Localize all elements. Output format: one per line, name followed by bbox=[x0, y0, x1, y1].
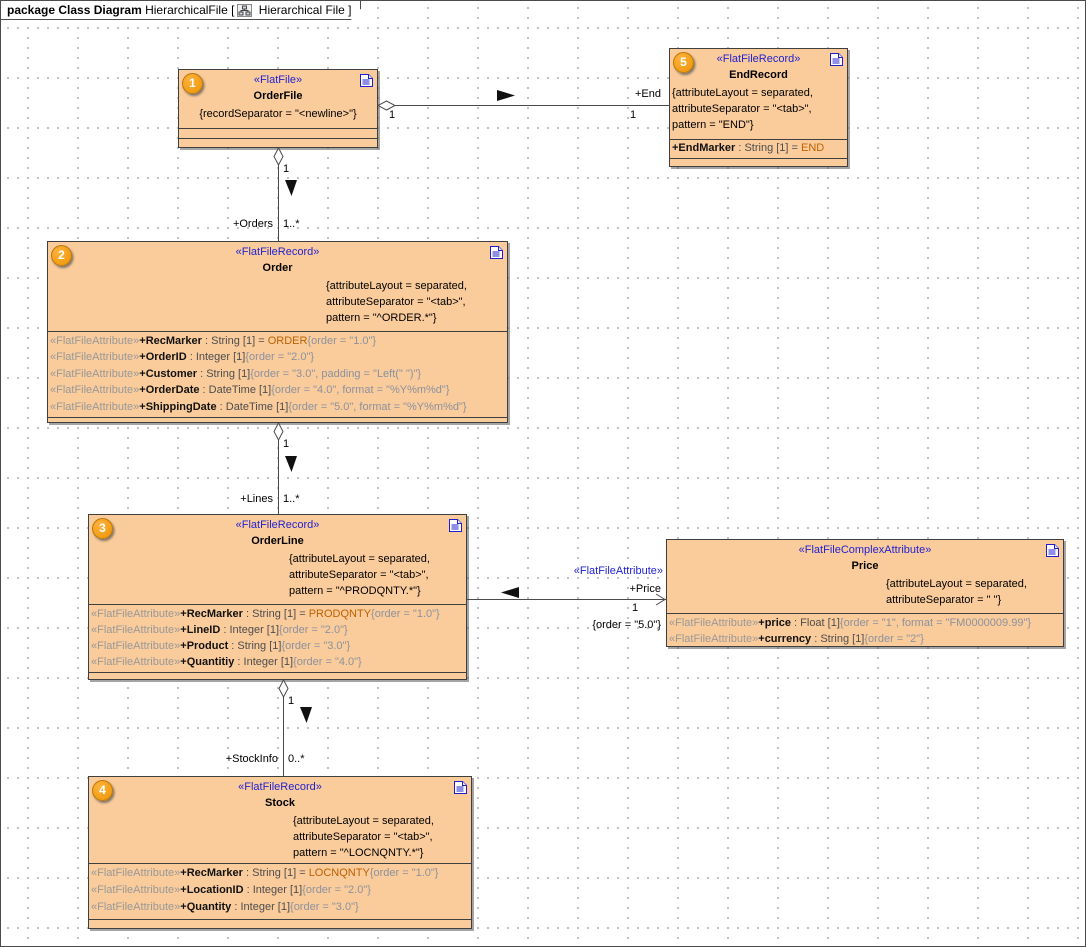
badge-5: 5 bbox=[673, 52, 694, 73]
attribute-row: «FlatFileAttribute»+Quantitiy : Integer … bbox=[91, 656, 362, 668]
attribute-row: «FlatFileAttribute»+Customer : String [1… bbox=[50, 367, 422, 380]
class-name: Stock bbox=[265, 797, 295, 809]
attribute-row: +EndMarker : String [1] = END bbox=[672, 142, 825, 154]
multiplicity-tgt[interactable]: 1 bbox=[630, 109, 637, 121]
class-stereotype: «FlatFile» bbox=[253, 74, 303, 86]
association-stockinfo-line[interactable] bbox=[283, 680, 284, 776]
association-direction-arrow bbox=[285, 456, 297, 472]
attribute-row: «FlatFileAttribute»+RecMarker : String [… bbox=[50, 335, 377, 347]
association-role-lines[interactable]: +Lines bbox=[240, 493, 273, 505]
badge-3: 3 bbox=[92, 518, 113, 539]
attribute-row: «FlatFileAttribute»+RecMarker : String [… bbox=[91, 867, 439, 879]
association-role-orders[interactable]: +Orders bbox=[232, 218, 273, 230]
frame-title-diagram: Hierarchical File ] bbox=[255, 3, 352, 17]
multiplicity-tgt[interactable]: 0..* bbox=[288, 753, 305, 765]
diagram-frame-tab[interactable]: package Class Diagram HierarchicalFile [… bbox=[1, 1, 361, 20]
badge-1: 1 bbox=[182, 73, 203, 94]
class-stereotype: «FlatFileRecord» bbox=[235, 519, 320, 531]
attributes-compartment: «FlatFileAttribute»+RecMarker : String [… bbox=[89, 863, 471, 919]
class-stereotype: «FlatFileRecord» bbox=[235, 246, 320, 258]
frame-title-keyword: package Class Diagram bbox=[7, 3, 142, 17]
operations-compartment-empty bbox=[89, 672, 466, 680]
multiplicity-tgt[interactable]: 1 bbox=[632, 602, 639, 614]
document-icon bbox=[489, 245, 504, 260]
attributes-compartment: «FlatFileAttribute»+RecMarker : String [… bbox=[48, 331, 507, 417]
association-direction-arrow bbox=[501, 587, 519, 598]
association-role-price[interactable]: +Price bbox=[629, 583, 662, 595]
aggregation-diamond bbox=[377, 100, 396, 111]
document-icon bbox=[1045, 543, 1060, 558]
class-orderline[interactable]: 3 «FlatFileRecord» OrderLine {attributeL… bbox=[88, 514, 467, 680]
class-constraints: {attributeLayout = separated, attributeS… bbox=[326, 280, 467, 324]
multiplicity-src[interactable]: 1 bbox=[283, 438, 290, 450]
aggregation-diamond bbox=[273, 422, 284, 441]
class-name: Order bbox=[262, 262, 293, 274]
attributes-compartment: «FlatFileAttribute»+price : Float [1]{or… bbox=[667, 613, 1063, 649]
association-tag[interactable]: {order = "5.0"} bbox=[592, 619, 661, 631]
class-constraints: {attributeLayout = separated, attributeS… bbox=[672, 87, 813, 131]
attribute-row: «FlatFileAttribute»+OrderID : Integer [1… bbox=[50, 351, 315, 364]
association-direction-arrow bbox=[285, 180, 297, 196]
class-orderfile[interactable]: 1 «FlatFile» OrderFile {recordSeparator … bbox=[178, 69, 378, 148]
association-price-line[interactable] bbox=[467, 599, 666, 600]
operations-compartment-empty bbox=[670, 158, 847, 166]
attribute-row: «FlatFileAttribute»+Quantity : Integer [… bbox=[91, 901, 359, 913]
attributes-compartment-empty bbox=[179, 128, 377, 138]
class-name: Price bbox=[851, 560, 879, 572]
document-icon bbox=[359, 73, 374, 88]
attribute-row: «FlatFileAttribute»+LineID : Integer [1]… bbox=[91, 624, 348, 636]
operations-compartment-empty bbox=[89, 919, 471, 928]
class-name: OrderFile bbox=[253, 90, 303, 102]
class-stereotype: «FlatFileRecord» bbox=[716, 53, 801, 65]
aggregation-diamond bbox=[278, 679, 289, 698]
document-icon bbox=[829, 52, 844, 67]
badge-2: 2 bbox=[51, 245, 72, 266]
attribute-row: «FlatFileAttribute»+ShippingDate : DateT… bbox=[50, 400, 467, 413]
association-lines-line[interactable] bbox=[278, 423, 279, 514]
class-constraints: {attributeLayout = separated, attributeS… bbox=[293, 815, 434, 859]
open-arrowhead bbox=[655, 593, 666, 606]
class-constraints: {recordSeparator = "<newline>"} bbox=[199, 108, 357, 120]
class-name: OrderLine bbox=[251, 535, 304, 547]
association-role-end[interactable]: +End bbox=[635, 88, 661, 100]
badge-4: 4 bbox=[92, 780, 113, 801]
operations-compartment-empty bbox=[179, 137, 377, 148]
association-role-stockinfo[interactable]: +StockInfo bbox=[225, 753, 278, 765]
association-orders-line[interactable] bbox=[278, 148, 279, 241]
class-stereotype: «FlatFileComplexAttribute» bbox=[798, 544, 932, 556]
multiplicity-tgt[interactable]: 1..* bbox=[283, 218, 300, 230]
attribute-row: «FlatFileAttribute»+currency : String [1… bbox=[669, 633, 924, 645]
document-icon bbox=[448, 518, 463, 533]
document-icon bbox=[453, 780, 468, 795]
multiplicity-src[interactable]: 1 bbox=[283, 163, 290, 175]
operations-compartment-empty bbox=[48, 417, 507, 425]
class-price[interactable]: «FlatFileComplexAttribute» Price {attrib… bbox=[666, 539, 1064, 647]
association-end-line[interactable] bbox=[378, 105, 669, 106]
class-diagram-icon bbox=[237, 4, 253, 20]
class-stock[interactable]: 4 «FlatFileRecord» Stock {attributeLayou… bbox=[88, 776, 472, 929]
attribute-row: «FlatFileAttribute»+RecMarker : String [… bbox=[91, 608, 440, 620]
association-stereotype[interactable]: «FlatFileAttribute» bbox=[573, 565, 663, 577]
aggregation-diamond bbox=[273, 147, 284, 166]
attribute-row: «FlatFileAttribute»+LocationID : Integer… bbox=[91, 884, 371, 896]
class-constraints: {attributeLayout = separated, attributeS… bbox=[289, 553, 430, 597]
class-stereotype: «FlatFileRecord» bbox=[238, 781, 322, 793]
class-order[interactable]: 2 «FlatFileRecord» Order {attributeLayou… bbox=[47, 241, 508, 423]
multiplicity-src[interactable]: 1 bbox=[389, 109, 396, 121]
class-constraints: {attributeLayout = separated, attributeS… bbox=[886, 578, 1027, 606]
attribute-row: «FlatFileAttribute»+price : Float [1]{or… bbox=[669, 617, 1032, 629]
attribute-row: «FlatFileAttribute»+OrderDate : DateTime… bbox=[50, 384, 450, 397]
attributes-compartment: «FlatFileAttribute»+RecMarker : String [… bbox=[89, 604, 466, 672]
frame-title-name: HierarchicalFile [ bbox=[141, 3, 235, 17]
class-endrecord[interactable]: 5 «FlatFileRecord» EndRecord {attributeL… bbox=[669, 48, 848, 167]
association-direction-arrow bbox=[300, 707, 312, 723]
multiplicity-src[interactable]: 1 bbox=[288, 695, 295, 707]
attributes-compartment: +EndMarker : String [1] = END bbox=[670, 139, 847, 158]
association-direction-arrow bbox=[497, 90, 515, 101]
class-name: EndRecord bbox=[729, 69, 788, 81]
attribute-row: «FlatFileAttribute»+Product : String [1]… bbox=[91, 640, 351, 652]
multiplicity-tgt[interactable]: 1..* bbox=[283, 493, 300, 505]
